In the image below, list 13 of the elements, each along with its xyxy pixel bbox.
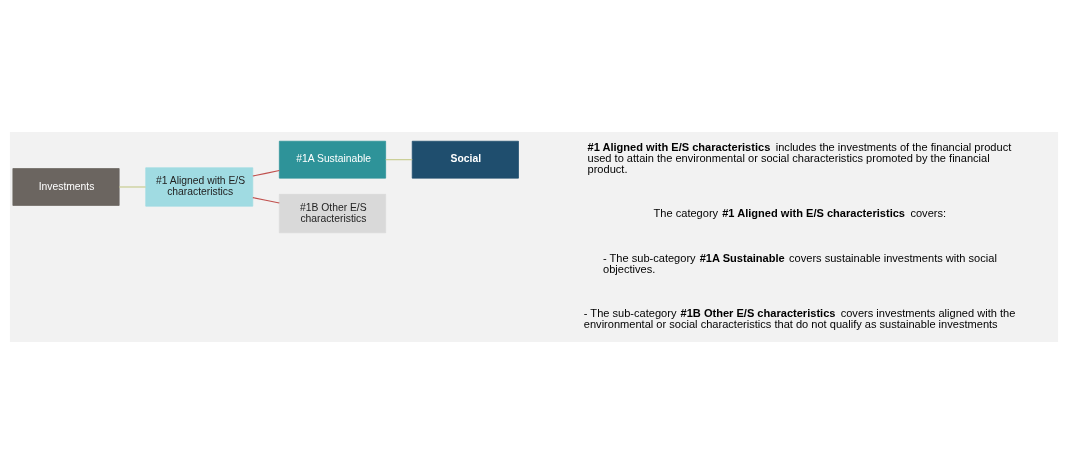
- label: The category #1 Aligned with E/S characteristics covers:: [653, 206, 947, 219]
- connector: [252, 170, 280, 177]
- connector: [118, 186, 147, 188]
- label: - The sub-category #1A Sustainable covers sustainable investments with social objectives.: [603, 252, 997, 276]
- node-box: Social: [411, 140, 519, 179]
- label: #1 Aligned with E/S characteristics includes the investments of the financial product used to attain the environmental or social characteristics promoted by the financial product.: [587, 141, 1012, 176]
- node-box: #1 Aligned with E/S characteristics: [145, 167, 254, 207]
- node-box: #1B Other E/S characteristics: [278, 194, 386, 234]
- node-box: Investments: [12, 168, 120, 206]
- node-box: #1A Sustainable: [278, 140, 386, 179]
- connector: [252, 197, 280, 204]
- label: - The sub-category #1B Other E/S characteristics covers investments aligned with the environmental or social characteristics that do not qualify as sustainable investments: [583, 306, 1016, 330]
- connector: [385, 159, 413, 161]
